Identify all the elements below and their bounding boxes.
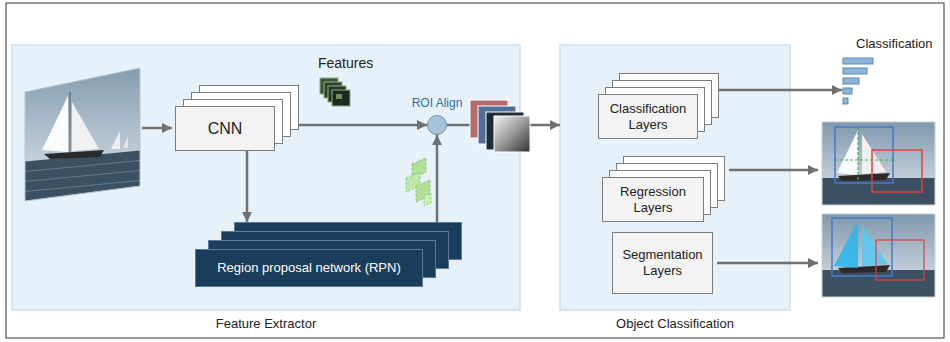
crop — [494, 116, 530, 152]
front-sheet: Segmentation Layers — [612, 232, 713, 294]
bar-chart-icon — [842, 55, 900, 107]
score-bar — [843, 78, 859, 84]
sail — [837, 130, 858, 175]
photo-edge — [822, 214, 935, 297]
input-photo — [20, 60, 145, 210]
mask — [862, 226, 888, 266]
panel-heading: Object Classification — [560, 316, 790, 332]
feature-map — [332, 90, 350, 106]
feature-extractor-panel: Feature ExtractorCNNRegion proposal netw… — [12, 45, 520, 310]
bounding-box — [832, 218, 892, 276]
waves — [20, 160, 145, 192]
distant-sail — [123, 136, 128, 148]
box-label: CNN — [208, 119, 243, 138]
outer-frame — [6, 3, 944, 338]
roi-align-node: ROI Align — [427, 115, 447, 135]
classification-chart: Classification — [842, 55, 900, 107]
bounding-box — [872, 150, 922, 192]
sea — [20, 150, 145, 210]
mask — [834, 220, 858, 268]
sail — [72, 102, 99, 151]
photo-edge — [822, 122, 935, 205]
flow-arrow — [719, 89, 842, 92]
output-arrow — [717, 262, 818, 265]
output-arrow — [729, 169, 818, 172]
photo-edge — [25, 68, 140, 201]
segmentation-photo — [822, 214, 935, 297]
cnn-box: CNN — [175, 85, 299, 151]
flow-arrow — [299, 124, 427, 127]
proposal — [424, 193, 431, 206]
box-label: Regression Layers — [608, 184, 698, 215]
object-classification-panel: Object ClassificationClassification Laye… — [560, 45, 790, 310]
regression-layers-box: Regression Layers — [602, 156, 725, 222]
score-bar — [843, 98, 848, 104]
hull — [44, 150, 104, 159]
front-sheet: CNN — [175, 106, 275, 151]
panel-ground — [12, 45, 520, 310]
front-sheet: Regression Layers — [602, 177, 704, 222]
hull — [838, 173, 890, 181]
bounding-box — [835, 127, 893, 183]
sky — [822, 122, 935, 205]
regression-lines — [835, 127, 893, 183]
bounding-box — [876, 240, 924, 280]
panel-heading: Feature Extractor — [12, 316, 520, 332]
output-heading: Classification — [856, 36, 933, 52]
feature-maps-icon — [320, 78, 350, 106]
roi-crops-icon — [470, 100, 530, 152]
feature-spot — [336, 94, 342, 99]
mast — [70, 92, 71, 155]
box-label: Classification Layers — [604, 101, 692, 132]
sail — [42, 96, 68, 152]
classification-layers-box: Classification Layers — [598, 73, 719, 139]
sail — [862, 134, 886, 174]
front-sheet: Region proposal network (RPN) — [195, 249, 423, 287]
segmentation-layers-box: Segmentation Layers — [612, 232, 713, 294]
rpn-box: Region proposal network (RPN) — [195, 222, 462, 287]
detection-photo — [822, 122, 935, 205]
flow-arrow — [436, 135, 439, 222]
sky — [822, 214, 935, 297]
flow-arrow — [246, 151, 249, 222]
distant-sail — [111, 131, 120, 149]
box-label: Segmentation Layers — [618, 247, 707, 278]
features-label: Features — [318, 55, 373, 72]
score-bar — [843, 88, 852, 94]
score-bar — [843, 68, 867, 74]
score-bar — [843, 58, 873, 64]
front-sheet: Classification Layers — [598, 94, 698, 139]
panel-ground — [560, 45, 790, 310]
box-label: Region proposal network (RPN) — [217, 260, 401, 276]
input-arrow — [142, 127, 172, 130]
node-heading: ROI Align — [412, 96, 463, 110]
sea — [822, 270, 935, 297]
proposals-icon — [406, 158, 431, 206]
